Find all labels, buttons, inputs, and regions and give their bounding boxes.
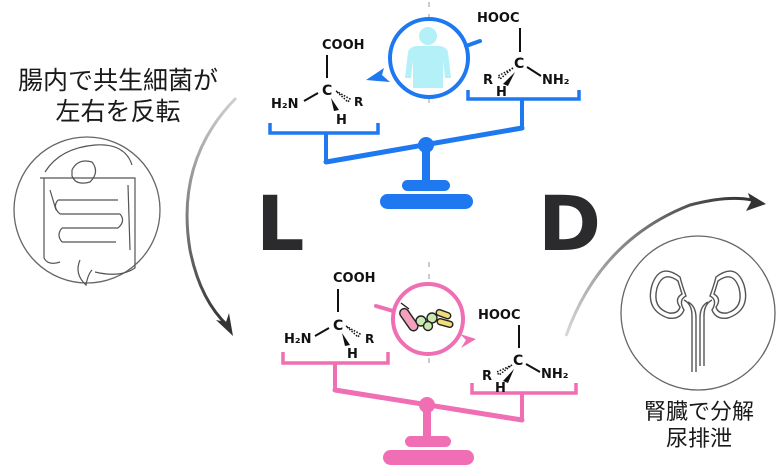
scale-base-upper [405, 436, 451, 447]
d-chirality-label: D [538, 179, 602, 268]
intestine-icon [13, 136, 161, 287]
kidney-label-line2: 尿排泄 [665, 426, 732, 452]
scale-pan-right [470, 383, 578, 395]
molecule-top-group: COOH [322, 38, 365, 53]
scale-base-lower [383, 450, 474, 465]
l-amino-acid-bottom: COOH C H₂N R H [284, 271, 376, 362]
human-scale: COOH C H₂N R H HOOC C NH₂ R H [268, 11, 581, 209]
flow-arrow-to-kidney-head [746, 193, 766, 211]
gut-bacteria-label: 腸内で共生細菌が 左右を反転 [0, 66, 236, 127]
molecule-center: C [513, 353, 523, 369]
gut-bacteria-label-line2: 左右を反転 [55, 96, 181, 126]
kidney-icon [620, 235, 776, 391]
molecule-center: C [514, 56, 524, 72]
molecule-top-group: HOOC [477, 11, 520, 26]
molecule-center: C [322, 83, 332, 99]
scale-base-upper [402, 180, 450, 191]
bacteria-scale: COOH C H₂N R H HOOC C NH₂ R H [281, 271, 578, 465]
molecule-center: C [333, 318, 343, 334]
scale-base-lower [380, 194, 473, 209]
conversion-arrow-head [460, 334, 476, 348]
molecule-left-group: H₂N [271, 97, 298, 112]
molecule-left-group: R [482, 369, 492, 384]
molecule-top-group: HOOC [478, 308, 521, 323]
bacteria-icon [399, 302, 454, 332]
flow-arrow-gut-to-bacteria [185, 96, 238, 328]
flow-arrow-to-kidney [564, 196, 753, 337]
conversion-arrow-tail [374, 304, 395, 313]
molecule-right-group: R [365, 332, 374, 346]
scale-pan-left [268, 123, 380, 135]
molecule-top-group: COOH [333, 271, 376, 286]
conversion-arrow-tail [464, 39, 482, 48]
l-chirality-label: L [256, 179, 305, 268]
scale-pan-left [281, 352, 390, 365]
flow-arrow-gut-to-bacteria-head [216, 313, 233, 336]
scale-post [423, 405, 431, 438]
molecule-left-group: R [483, 73, 493, 88]
l-amino-acid-top: COOH C H₂N R H [271, 38, 365, 128]
molecule-right-group: NH₂ [541, 367, 568, 382]
kidney-label: 腎臓で分解 尿排泄 [624, 400, 774, 454]
molecule-bottom-group: H [495, 381, 506, 396]
molecule-bottom-group: H [336, 113, 347, 128]
scale-post [422, 145, 430, 182]
gut-bacteria-label-line1: 腸内で共生細菌が [17, 66, 218, 95]
molecule-right-group: R [354, 95, 363, 109]
kidney-label-line1: 腎臓で分解 [643, 400, 754, 425]
human-body-icon [405, 27, 451, 88]
d-amino-acid-top: HOOC C NH₂ R H [477, 11, 569, 100]
molecule-left-group: H₂N [284, 332, 311, 347]
molecule-bottom-group: H [347, 347, 358, 362]
scale-pan-right [466, 90, 581, 101]
molecule-bottom-group: H [496, 85, 507, 100]
molecule-right-group: NH₂ [542, 73, 569, 88]
conversion-arrow-head [366, 68, 390, 82]
d-amino-acid-bottom: HOOC C NH₂ R H [478, 308, 568, 396]
